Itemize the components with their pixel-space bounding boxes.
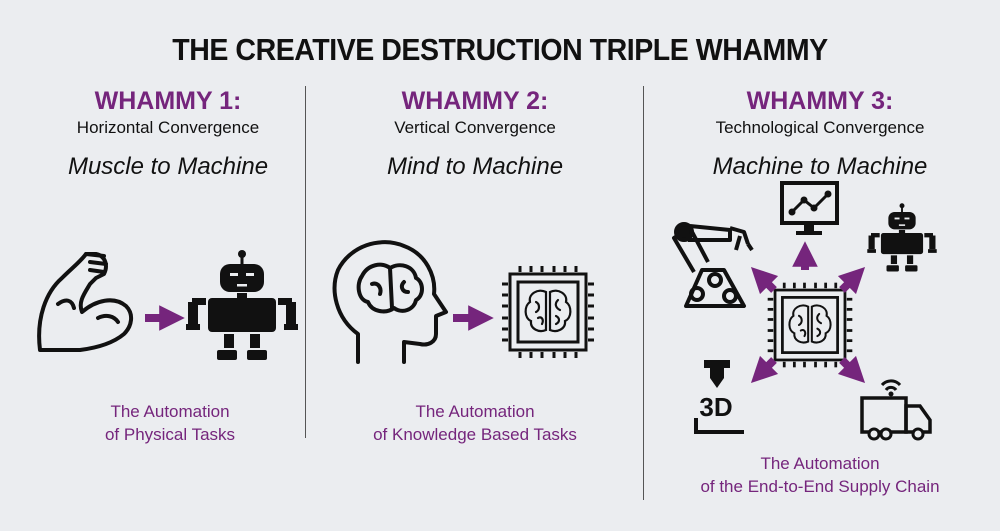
3d-printer-icon: 3D <box>694 360 744 434</box>
whammy-1-heading: WHAMMY 1: <box>94 87 242 115</box>
whammy-3-subheading: Technological Convergence <box>715 118 925 137</box>
arrow-down-right-icon <box>837 355 866 384</box>
whammy-2-subheading: Vertical Convergence <box>394 118 556 137</box>
whammy-3-header: WHAMMY 3: Technological Convergence Mach… <box>660 86 980 182</box>
whammy-3-caption-line-2: of the End-to-End Supply Chain <box>700 477 940 496</box>
whammy-2-heading: WHAMMY 2: <box>401 87 549 115</box>
whammy-3-caption-line-1: The Automation <box>760 454 880 473</box>
robotic-arm-icon <box>672 222 754 308</box>
whammy-2-caption: The Automation of Knowledge Based Tasks <box>325 400 625 446</box>
whammy-1-subheading: Horizontal Convergence <box>76 118 260 137</box>
whammy-2-header: WHAMMY 2: Vertical Convergence Mind to M… <box>315 86 635 182</box>
whammy-2-tagline: Mind to Machine <box>386 153 564 180</box>
whammy-2-caption-line-2: of Knowledge Based Tasks <box>373 425 577 444</box>
arrow-up-left-icon <box>750 266 779 295</box>
whammy-2-caption-line-1: The Automation <box>415 402 535 421</box>
arrow-up-right-icon <box>837 266 866 295</box>
robot-icon <box>186 250 298 360</box>
column-divider-1 <box>305 86 306 438</box>
head-brain-icon <box>332 240 448 364</box>
3d-printer-label: 3D <box>699 392 732 422</box>
column-divider-2 <box>643 86 644 500</box>
page-title: THE CREATIVE DESTRUCTION TRIPLE WHAMMY <box>172 32 828 67</box>
whammy-1-caption-line-2: of Physical Tasks <box>104 425 236 444</box>
robot-icon <box>867 203 937 272</box>
whammy-3-heading: WHAMMY 3: <box>746 87 894 115</box>
whammy-3-caption: The Automation of the End-to-End Supply … <box>660 452 980 498</box>
whammy-1-tagline: Muscle to Machine <box>67 153 269 180</box>
brain-chip-icon <box>500 264 596 360</box>
whammy-3-tagline: Machine to Machine <box>712 153 928 180</box>
brain-chip-icon <box>766 281 854 369</box>
whammy-1-caption: The Automation of Physical Tasks <box>20 400 320 446</box>
connected-truck-icon <box>860 379 932 441</box>
monitor-chart-icon <box>780 181 839 235</box>
whammy-1-caption-line-1: The Automation <box>110 402 230 421</box>
flexed-arm-icon <box>37 252 133 352</box>
whammy-1-header: WHAMMY 1: Horizontal Convergence Muscle … <box>8 86 328 182</box>
arrow-down-left-icon <box>750 355 779 384</box>
